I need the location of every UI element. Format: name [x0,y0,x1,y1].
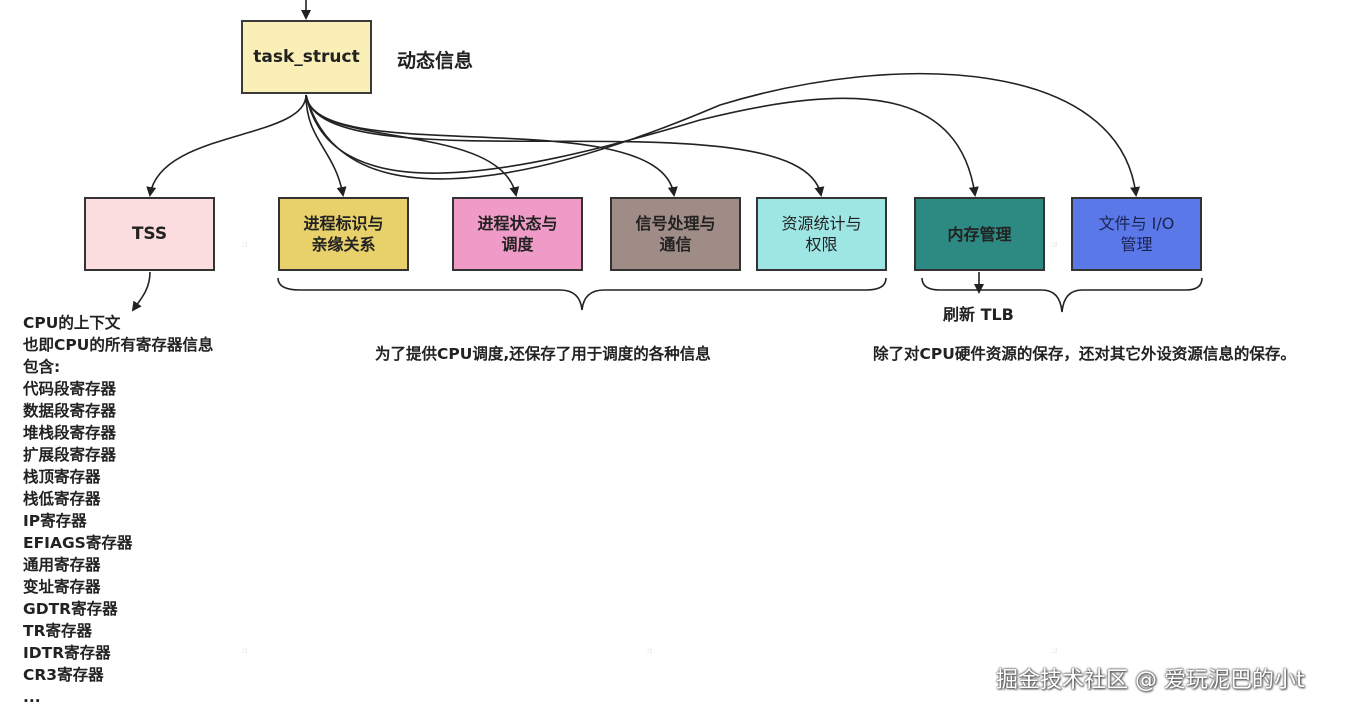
watermark-mark-icon: ⟓ [1050,638,1058,657]
task-struct-node: task_struct [241,20,372,94]
arrow-to-fileio [305,72,1141,197]
tss-info-line: 代码段寄存器 [23,380,117,398]
tss-info-line: CR3寄存器 [23,666,104,684]
memory-label: 内存管理 [947,224,1012,244]
signal-node: 信号处理与 通信 [610,197,741,271]
brace-scheduling [277,277,887,311]
signal-label-line2: 通信 [659,235,692,254]
watermark-mark-icon: ⟓ [240,638,248,657]
memory-node: 内存管理 [914,197,1045,271]
scheduling-note: 为了提供CPU调度,还保存了用于调度的各种信息 [375,345,711,363]
tss-node: TSS [84,197,215,271]
pid-label-line2: 亲缘关系 [311,235,376,254]
tss-info-line: 包含: [23,358,61,376]
arrow-to-pid [305,94,347,197]
arrow-tss-to-info [131,271,151,312]
tss-info-line: 通用寄存器 [23,556,101,574]
tss-info-line: TR寄存器 [23,622,93,640]
resource-label-line1: 资源统计与 [781,214,862,233]
pid-label-line1: 进程标识与 [303,214,384,233]
fileio-label-line1: 文件与 I/O [1098,214,1175,233]
state-label-line1: 进程状态与 [477,214,558,233]
arrow-to-tss [146,94,307,197]
tss-info-line: 栈顶寄存器 [23,468,101,486]
tss-label: TSS [131,223,168,244]
tss-info-line: IDTR寄存器 [23,644,111,662]
tss-info-line: ... [23,688,41,706]
arrow-to-state [305,94,520,197]
state-label-line2: 调度 [501,235,534,254]
watermark-text: 掘金技术社区 @ 爱玩泥巴的小t [996,668,1305,693]
fileio-label-line2: 管理 [1120,235,1153,254]
tss-register-list: CPU的上下文也即CPU的所有寄存器信息包含: 代码段寄存器数据段寄存器堆栈段寄存… [23,312,213,708]
watermark-mark-icon: ⟓ [645,638,653,657]
tss-info-line: EFIAGS寄存器 [23,534,133,552]
tss-info-line: 也即CPU的所有寄存器信息 [23,336,214,354]
dynamic-info-label: 动态信息 [397,50,474,72]
watermark-mark-icon: ⟓ [240,232,248,251]
tss-info-line: CPU的上下文 [23,314,121,332]
tss-info-line: 栈低寄存器 [23,490,101,508]
signal-label-line1: 信号处理与 [635,214,716,233]
resource-label-line2: 权限 [805,235,838,254]
tss-info-line: IP寄存器 [23,512,87,530]
tss-info-line: 堆栈段寄存器 [23,424,117,442]
task-struct-label: task_struct [253,46,360,67]
tss-info-line: GDTR寄存器 [23,600,118,618]
tss-info-line: 变址寄存器 [23,578,101,596]
tss-info-line: 扩展段寄存器 [23,446,117,464]
state-node: 进程状态与 调度 [452,197,583,271]
arrow-to-resource [305,94,825,197]
tss-info-line: 数据段寄存器 [23,402,117,420]
watermark-mark-icon: ⟓ [1050,232,1058,251]
arrow-to-memory [305,94,979,197]
hardware-note: 除了对CPU硬件资源的保存，还对其它外设资源信息的保存。 [873,345,1296,363]
fileio-node: 文件与 I/O 管理 [1071,197,1202,271]
resource-node: 资源统计与 权限 [756,197,887,271]
tlb-label: 刷新 TLB [943,305,1014,324]
pid-node: 进程标识与 亲缘关系 [278,197,409,271]
arrow-to-signal [305,94,678,197]
